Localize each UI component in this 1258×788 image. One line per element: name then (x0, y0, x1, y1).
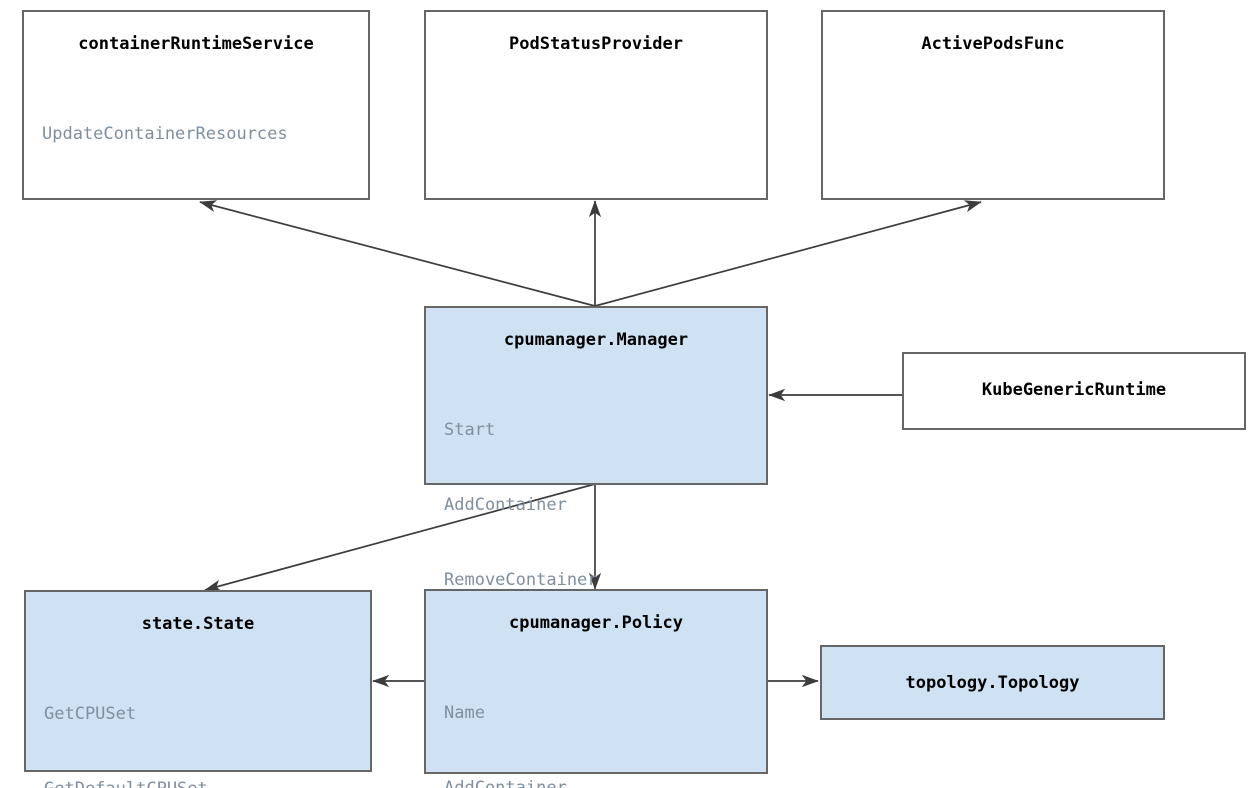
node-activepodsfunc[interactable]: ActivePodsFunc (821, 10, 1165, 200)
node-cpumanager-policy[interactable]: cpumanager.Policy Name AddContainer Remo… (424, 589, 768, 788)
node-title: PodStatusProvider (509, 34, 683, 54)
node-title: state.State (141, 614, 255, 634)
node-title: cpumanager.Policy (509, 613, 683, 633)
node-topology-topology[interactable]: topology.Topology (820, 645, 1165, 720)
node-state-state[interactable]: state.State GetCPUSet GetDefaultCPUSet S… (24, 590, 372, 788)
node-title: cpumanager.Manager (503, 330, 689, 350)
node-members: Name AddContainer RemoveContainer (426, 633, 766, 788)
member-item: UpdateContainerResources (42, 124, 288, 144)
member-item: GetDefaultCPUSet (44, 777, 370, 788)
member-item: GetCPUSet (44, 704, 137, 724)
node-members: GetCPUSet GetDefaultCPUSet SetCPUSet Set… (26, 634, 370, 788)
member-item: AddContainer (444, 495, 567, 515)
node-podstatusprovider[interactable]: PodStatusProvider (424, 10, 768, 200)
node-members (823, 54, 1163, 72)
node-cpumanager-manager[interactable]: cpumanager.Manager Start AddContainer Re… (424, 306, 768, 665)
edge-manager-to-containerruntimeservice (199, 200, 596, 307)
member-item: Name (444, 703, 485, 723)
node-containerruntimeservice[interactable]: containerRuntimeService UpdateContainerR… (22, 10, 370, 200)
node-kubegenericruntime[interactable]: KubeGenericRuntime (902, 352, 1246, 430)
node-title: KubeGenericRuntime (981, 380, 1167, 400)
member-item: AddContainer (444, 778, 567, 788)
edge-manager-to-activepodsfunc (594, 200, 982, 307)
node-title: containerRuntimeService (78, 34, 314, 54)
node-title: topology.Topology (905, 673, 1080, 693)
node-members: UpdateContainerResources (24, 54, 368, 197)
member-item: Start (444, 420, 496, 440)
node-members (426, 54, 766, 72)
node-title: ActivePodsFunc (921, 34, 1065, 54)
